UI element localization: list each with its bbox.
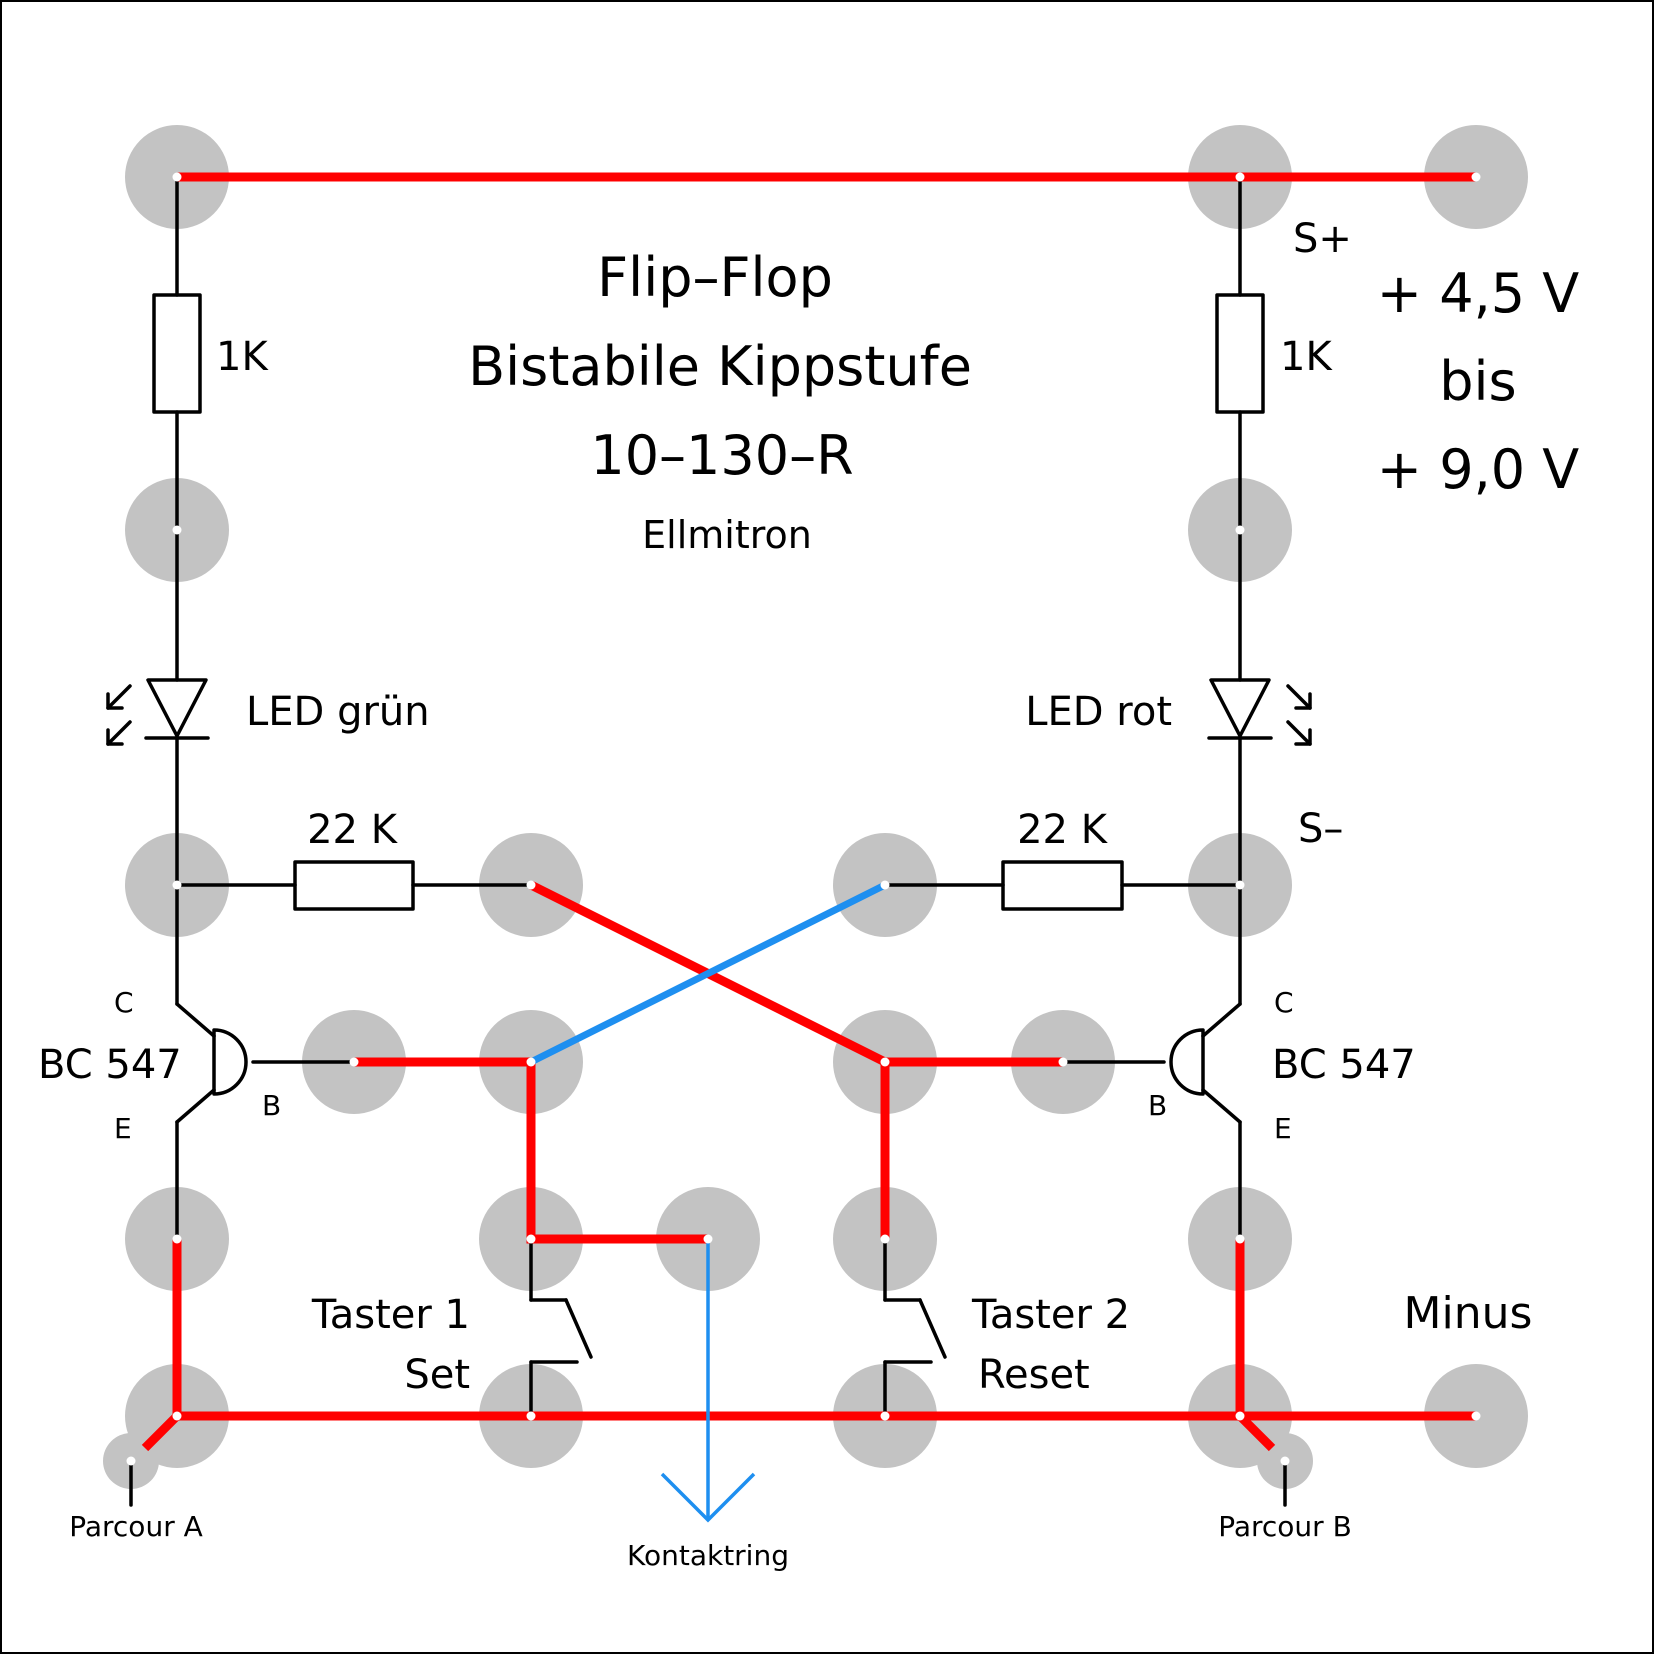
s-minus-label: S– (1298, 806, 1343, 852)
resistor-22k-right (1001, 860, 1124, 911)
supply-line1: + 4,5 V (1377, 262, 1579, 325)
led-right-label: LED rot (1025, 689, 1172, 735)
led-left-label: LED grün (246, 689, 430, 735)
r1-left-label: 1K (216, 334, 269, 380)
title-line4: Ellmitron (642, 513, 812, 557)
led-red (1207, 678, 1312, 746)
parcour-b-label: Parcour B (1218, 1510, 1352, 1543)
title-line1: Flip–Flop (597, 246, 833, 309)
taster1-func: Set (404, 1352, 470, 1398)
r22-right-label: 22 K (1017, 807, 1109, 853)
led-green (106, 678, 210, 746)
arrow-down-icon (660, 1472, 756, 1523)
resistor-22k-left (293, 860, 415, 911)
transistor-right-label: BC 547 (1272, 1042, 1416, 1088)
pin-e-right: E (1274, 1112, 1292, 1145)
title-line2: Bistabile Kippstufe (468, 335, 972, 398)
pin-b-right: B (1148, 1089, 1167, 1122)
blue-wiring (529, 881, 887, 1523)
r1-right-label: 1K (1280, 334, 1333, 380)
pin-b-left: B (262, 1089, 281, 1122)
taster1-name: Taster 1 (311, 1292, 470, 1338)
s-plus-label: S+ (1293, 216, 1352, 262)
pin-e-left: E (114, 1112, 132, 1145)
pin-c-right: C (1274, 986, 1294, 1019)
arrow-out-icon (106, 684, 132, 746)
transistor-left-label: BC 547 (38, 1042, 182, 1088)
title-line3: 10–130–R (590, 424, 853, 487)
pin-c-left: C (114, 986, 134, 1019)
arrow-out-icon (1286, 684, 1312, 746)
minus-label: Minus (1404, 1288, 1533, 1339)
resistor-1k-left (152, 293, 202, 414)
transistor-left (212, 1028, 248, 1096)
black-wiring (129, 175, 1287, 1507)
pad-holes (126, 172, 1481, 1466)
cross-wire-blue (529, 881, 887, 1066)
labels: Flip–Flop Bistabile Kippstufe 10–130–R E… (38, 216, 1579, 1572)
parcour-b-wire (1236, 1412, 1276, 1452)
parcour-a-wire (141, 1412, 181, 1452)
taster2-name: Taster 2 (971, 1292, 1130, 1338)
supply-line2: bis (1439, 350, 1516, 413)
transistor-right (1169, 1028, 1205, 1096)
r22-left-label: 22 K (307, 807, 399, 853)
resistor-1k-right (1215, 293, 1265, 414)
taster2-func: Reset (978, 1352, 1090, 1398)
base-left-wire (354, 1057, 708, 1244)
resistors (152, 293, 1265, 911)
kontaktring-label: Kontaktring (627, 1539, 789, 1572)
parcour-a-label: Parcour A (69, 1510, 203, 1543)
supply-line3: + 9,0 V (1377, 438, 1579, 501)
